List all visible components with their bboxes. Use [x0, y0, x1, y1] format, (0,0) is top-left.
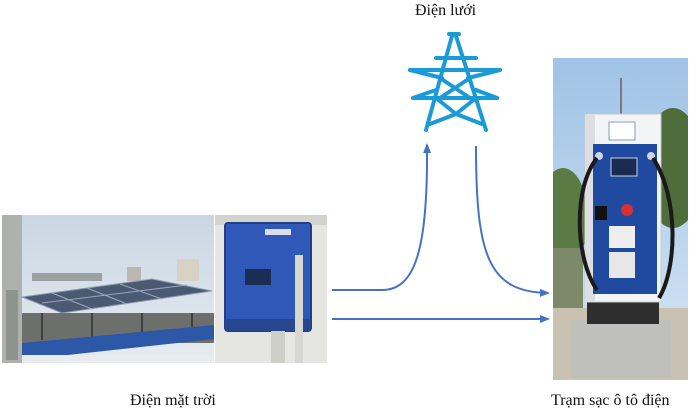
arrow-solar-to-grid: [332, 143, 432, 291]
grid-label: Điện lưới: [415, 2, 477, 19]
arrow-grid-to-station: [475, 145, 550, 297]
station-label: Trạm sạc ô tô điện: [551, 392, 670, 409]
solar-label: Điện mặt trời: [130, 392, 216, 409]
inverter-photo: [215, 215, 327, 363]
solar-panel-photo: [2, 215, 214, 363]
charging-station-photo: [553, 58, 688, 380]
